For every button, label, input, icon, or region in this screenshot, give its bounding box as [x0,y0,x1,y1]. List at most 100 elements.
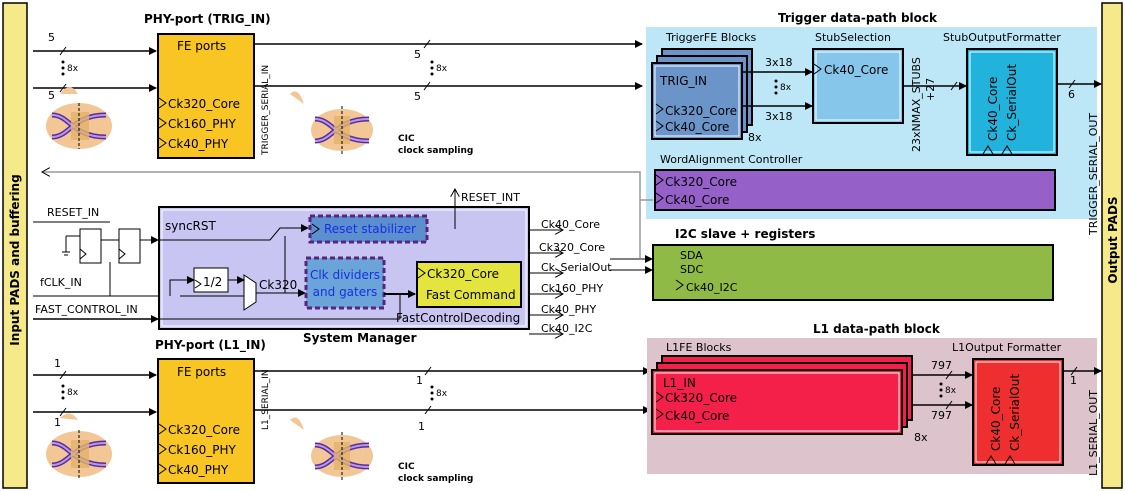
phy-l1-block-title: FE ports [177,365,226,379]
output-pads: Output PADS [1101,2,1123,489]
phy-trig-out-bottom: 5 [414,90,421,103]
input-pads-label: Input PADS and buffering [8,174,22,345]
stubs-label: 23xNMAX_STUBS [910,57,923,152]
l1-path-title: L1 data-path block [813,322,941,336]
sync-rst-label: syncRST [165,219,217,233]
sm-out-1: Ck320_Core [539,241,605,254]
sm-out-2: Ck_SerialOut [541,261,612,274]
cic-eye-diagram-icon-l1 [290,417,373,480]
word-align-clock-0: Ck320_Core [665,175,737,189]
i2c-title: I2C slave + registers [675,227,815,241]
word-align-title: WordAlignment Controller [660,153,803,166]
fast-command: Fast Command [426,288,516,302]
trigger-out-width: 6 [1068,88,1075,101]
l1-bus-mux: 8x [945,386,957,396]
phy-trig-block-title: FE ports [177,39,226,53]
phy-l1-clock-2: Ck40_PHY [168,463,229,477]
l1-formatter-clock-0: Ck40_Core [989,387,1003,451]
word-align-clock-1: Ck40_Core [665,193,729,207]
i2c-block: I2C slave + registers SDA SDC Ck40_I2C [652,227,1054,301]
trigger-fe-mult: 8x [748,131,762,144]
trigger-fe-clock-0: Ck320_Core [665,104,737,118]
phy-trig-clock-1: Ck160_PHY [168,117,236,131]
phy-l1-out-mux: 8x [436,389,448,399]
eye-diagram-icon [46,87,112,149]
i2c-signal-0: SDA [680,249,703,262]
trigger-bus-bottom: 3x18 [765,110,793,123]
sm-out-5: Ck40_I2C [541,322,593,335]
phy-l1-clock-0: Ck320_Core [168,423,240,437]
output-pads-label: Output PADS [1106,196,1120,283]
phy-l1-in-top: 1 [54,357,61,370]
phy-l1-mux: 8x [67,388,79,398]
phy-trig-cic-line2: clock sampling [398,146,473,156]
l1-fe-clock-1: Ck40_Core [665,409,729,423]
phy-trig-mux: 8x [67,64,79,74]
clk-dividers-line2: and gaters [313,285,378,299]
stubs-label2: +27 [924,78,937,101]
phy-trig-title: PHY-port (TRIG_IN) [144,12,271,27]
trigger-out-label: TRIGGER_SERIAL_OUT [1087,113,1100,236]
phy-l1-cic-line2: clock sampling [398,474,473,484]
phy-trig-cic-line1: CIC [398,134,415,144]
eye-diagram-icon-l1 [46,413,112,478]
phy-trig-out-mux: 8x [436,64,448,74]
fast-control-decoding: FastControlDecoding [396,311,520,325]
phy-port-trig: PHY-port (TRIG_IN) 5 8x 5 FE ports Ck320… [33,12,643,159]
phy-l1-title: PHY-port (L1_IN) [155,338,266,353]
fast-control-in-label: FAST_CONTROL_IN [35,303,138,316]
i2c-signal-1: SDC [680,263,703,276]
system-manager: RESET_IN fCLK_IN FAST_CONTROL_IN syncRST… [33,189,653,345]
phy-l1-cic-line1: CIC [398,462,415,472]
l1-formatter-clock-1: Ck_SerialOut [1008,374,1022,451]
fclk-in-label: fCLK_IN [40,276,82,289]
phy-trig-out-top: 5 [414,48,421,61]
l1-formatter-title: L1Output Formatter [952,341,1062,354]
l1-bus-top: 797 [931,359,952,372]
l1-fe-mult: 8x [914,431,928,444]
phy-l1-out-top: 1 [416,374,423,387]
stub-formatter-clock-1: Ck_SerialOut [1005,64,1019,141]
phy-trig-clock-2: Ck40_PHY [168,137,229,151]
sm-out-0: Ck40_Core [541,218,600,231]
stub-formatter-clock-0: Ck40_Core [986,77,1000,141]
trigger-fe-title: TriggerFE Blocks [665,31,756,44]
stub-formatter-title: StubOutputFormatter [943,31,1061,44]
reset-in-label: RESET_IN [47,206,99,219]
clk-dividers-line1: Clk dividers [310,268,380,282]
input-pads: Input PADS and buffering [2,2,28,489]
trigger-bus-mux: 8x [780,83,792,93]
fast-cmd-clock: Ck320_Core [427,267,499,281]
reset-stabilizer: Reset stabilizer [324,222,416,236]
sm-outputs: Ck40_Core Ck320_Core Ck_SerialOut Ck160_… [529,218,612,335]
trigger-data-path-block: Trigger data-path block TriggerFE Blocks… [646,11,1102,236]
phy-l1-out-bottom: 1 [418,420,425,433]
trigger-path-title: Trigger data-path block [778,11,938,25]
trigger-fe-clock-1: Ck40_Core [665,120,729,134]
l1-fe-input: L1_IN [663,376,696,390]
phy-trig-serial-label: TRIGGER_SERIAL_IN [261,65,271,156]
l1-bus-bottom: 797 [931,409,952,422]
reset-int-label: RESET_INT [461,191,520,204]
l1-out-label: L1_SERIAL_OUT [1087,390,1100,476]
phy-port-l1: PHY-port (L1_IN) 1 8x 1 FE ports Ck320_C… [33,338,651,484]
trigger-bus-top: 3x18 [765,56,793,69]
trigger-fe-input: TRIG_IN [659,74,707,88]
phy-trig-in-top: 5 [48,31,55,44]
l1-out-width: 1 [1070,374,1077,387]
stub-selection-clock: Ck40_Core [824,63,888,77]
phy-l1-serial-label: L1_SERIAL_IN [261,369,271,430]
divider-label: 1/2 [203,275,222,289]
system-manager-title: System Manager [303,331,417,345]
l1-fe-clock-0: Ck320_Core [665,391,737,405]
sm-out-3: Ck160_PHY [541,282,603,295]
ck320-label: Ck320 [259,278,297,292]
l1-fe-title: L1FE Blocks [666,341,732,354]
phy-trig-in-bottom: 5 [48,89,55,102]
phy-l1-in-bottom: 1 [54,416,61,429]
sm-out-4: Ck40_PHY [541,303,596,316]
stub-selection-title: StubSelection [815,31,891,44]
i2c-clock: Ck40_I2C [686,281,738,294]
